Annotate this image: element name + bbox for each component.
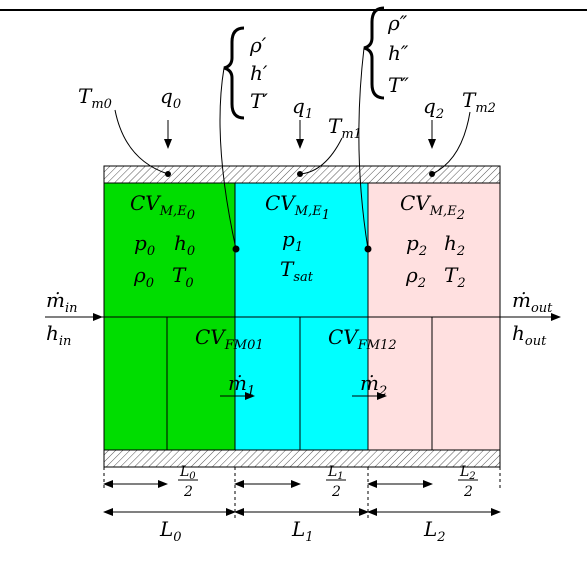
q1-label: q1 <box>292 94 313 122</box>
cv-me2-label: CVM,E2 <box>400 191 465 223</box>
q0-label: q0 <box>160 84 181 112</box>
m1-label: ṁ1 <box>228 371 255 399</box>
cv-me1-label: CVM,E1 <box>265 191 330 223</box>
h0-label: h0 <box>174 231 195 259</box>
brace-leader-left <box>219 67 237 250</box>
rho0-label: ρ0 <box>133 263 154 291</box>
cv-fm01-label: CVFM01 <box>195 325 264 353</box>
tm1-leader <box>299 137 343 175</box>
cv-fm12-label: CVFM12 <box>328 325 397 353</box>
L0-label: L0 <box>159 517 182 545</box>
Tm2-label: Tm2 <box>462 88 496 116</box>
half-L1-den: 2 <box>331 484 341 500</box>
tm0-leader <box>114 109 169 175</box>
h-prime: h′ <box>250 61 268 85</box>
h-out-label: hout <box>512 321 547 349</box>
rho-dprime: ρ″ <box>387 11 408 35</box>
h-dprime: h″ <box>388 41 409 65</box>
m-out-label: ṁout <box>512 288 553 316</box>
half-L2-num: L2 <box>459 464 476 482</box>
p0-label: p0 <box>134 231 155 259</box>
Tm0-label: Tm0 <box>78 84 112 112</box>
tm2-leader <box>431 111 471 175</box>
point-interface-12 <box>364 245 372 253</box>
brace-leader-right <box>358 47 369 250</box>
m-in-label: ṁin <box>46 288 78 316</box>
m2-label: ṁ2 <box>360 371 387 399</box>
point-interface-01 <box>232 245 240 253</box>
T-prime: T′ <box>250 89 268 113</box>
half-L2-den: 2 <box>463 484 473 500</box>
h-in-label: hin <box>46 321 71 349</box>
T-dprime: T″ <box>388 73 409 97</box>
tm1-point <box>297 171 303 177</box>
h2-label: h2 <box>444 231 465 259</box>
bottom-wall <box>103 449 501 468</box>
Tm1-label: Tm1 <box>328 114 362 142</box>
right-brace <box>363 6 385 100</box>
half-L0-num: L0 <box>179 464 196 482</box>
tm0-point <box>165 171 171 177</box>
rho2-label: ρ2 <box>405 263 426 291</box>
cv-me0-label: CVM,E0 <box>130 191 195 223</box>
half-L0-den: 2 <box>183 484 193 500</box>
L2-label: L2 <box>423 517 446 545</box>
rho-prime: ρ′ <box>249 33 267 57</box>
half-L1-num: L1 <box>327 464 344 482</box>
T0-label: T0 <box>172 263 194 291</box>
L1-label: L1 <box>291 517 314 545</box>
q2-label: q2 <box>423 94 444 122</box>
T2-label: T2 <box>444 263 466 291</box>
p1-label: p1 <box>282 227 303 255</box>
tm2-point <box>429 171 435 177</box>
p2-label: p2 <box>406 231 427 259</box>
left-brace <box>223 26 245 120</box>
Tsat-label: Tsat <box>280 257 314 285</box>
